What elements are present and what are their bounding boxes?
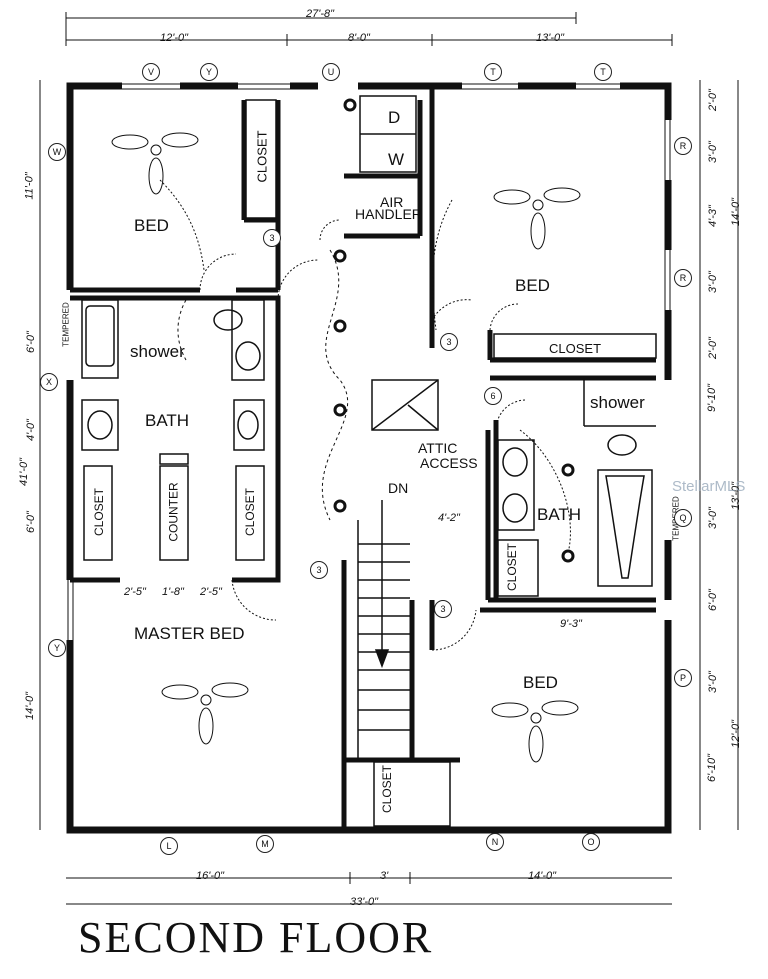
window-tag: R: [674, 137, 692, 155]
window-tag: R: [674, 269, 692, 287]
dim-right-10: 6'-10": [706, 753, 719, 783]
tub-e: [597, 469, 653, 587]
door-tag: 3: [263, 229, 281, 247]
label-tempered-w: TEMPERED: [61, 302, 71, 347]
dim-right-5: 2'-0": [706, 337, 719, 359]
window-tag: Q: [674, 509, 692, 527]
door-tag: 6: [484, 387, 502, 405]
label-closet-ne: CLOSET: [549, 341, 602, 356]
dim-in-5: 9'-3": [560, 618, 582, 630]
dim-right-6: 9'-10": [706, 383, 719, 413]
window-tag: W: [48, 143, 66, 161]
room-label-bath-w: BATH: [145, 411, 190, 430]
dim-left-3: 4'-0": [24, 419, 37, 441]
window-tag: V: [142, 63, 160, 81]
dim-top-2: 8'-0": [348, 32, 370, 44]
dim-top-3: 13'-0": [536, 32, 565, 44]
attic-access: [371, 379, 439, 431]
label-dw-w: W: [388, 150, 405, 169]
door-tag: 3: [310, 561, 328, 579]
window-tag: T: [484, 63, 502, 81]
dim-in-4: 4'-2": [438, 512, 460, 524]
dim-right-1: 2'-0": [706, 89, 719, 111]
closet-bath-right: [235, 465, 265, 561]
window-tag: O: [582, 833, 600, 851]
label-handler: HANDLER: [355, 206, 422, 222]
closet-nw: [245, 99, 277, 219]
door-tag: 3: [434, 600, 452, 618]
room-label-shower-e: shower: [590, 393, 645, 412]
room-label-shower-w: shower: [130, 342, 185, 361]
room-label-master: MASTER BED: [134, 624, 245, 643]
window-tag: M: [256, 835, 274, 853]
dim-left-total: 41'-0": [18, 457, 31, 487]
window-tag: X: [40, 373, 58, 391]
recessed-lights: [333, 98, 575, 563]
dim-right-8: 6'-0": [706, 589, 719, 611]
drawing-title: SECOND FLOOR: [78, 913, 434, 962]
ceiling-fans: [111, 132, 581, 763]
dim-in-3: 2'-5": [200, 586, 222, 598]
window-tag: U: [322, 63, 340, 81]
interior-walls: [70, 86, 656, 830]
dim-top-total: 27'-8": [306, 8, 335, 20]
dim-in-1: 2'-5": [124, 586, 146, 598]
room-label-bath-e: BATH: [537, 505, 582, 524]
dim-left-1: 11'-0": [23, 172, 36, 200]
door-tag: 3: [440, 333, 458, 351]
window-tag: L: [160, 837, 178, 855]
dim-top-1: 12'-0": [160, 32, 189, 44]
label-attic: ATTIC: [418, 440, 458, 456]
window-tag: Y: [200, 63, 218, 81]
windows: [67, 83, 671, 829]
dim-bottom-2: 3': [380, 870, 389, 882]
window-tag: Y: [48, 639, 66, 657]
exterior-walls: [66, 82, 672, 834]
dim-left-5: 14'-0": [24, 691, 37, 721]
dim-right-9: 3'-0": [706, 671, 719, 693]
door-swings: [159, 179, 571, 651]
label-dw-d: D: [388, 108, 401, 127]
closet-bath-left: [83, 465, 113, 561]
closet-ne: [493, 333, 657, 359]
window-tag: N: [486, 833, 504, 851]
label-access: ACCESS: [420, 455, 478, 471]
dim-left-4: 6'-0": [24, 511, 37, 533]
dim-in-2: 1'-8": [162, 586, 184, 598]
label-counter: COUNTER: [166, 482, 181, 542]
dim-bottom-3: 14'-0": [528, 870, 557, 882]
closet-s: [373, 761, 451, 827]
label-closet-se: CLOSET: [505, 542, 520, 592]
dim-bottom-1: 16'-0": [196, 870, 225, 882]
closet-se: [497, 539, 539, 597]
label-closet-bath-right: CLOSET: [243, 487, 258, 537]
room-label-bed-ne: BED: [515, 276, 550, 295]
dim-right-3: 4'-3": [706, 205, 719, 227]
dim-right-7: 3'-0": [706, 507, 719, 529]
dim-right-2: 3'-0": [706, 141, 719, 163]
label-air: AIR: [380, 194, 404, 210]
dim-left-2: 6'-0": [24, 331, 37, 353]
window-tag: T: [594, 63, 612, 81]
watermark-text: StellarMLS: [672, 478, 746, 495]
label-stair-dn: DN: [388, 480, 409, 496]
label-closet-s: CLOSET: [380, 764, 395, 814]
dim-right-outer-3: 12'-0": [730, 719, 743, 749]
fixtures: [81, 95, 657, 827]
label-closet-bath-left: CLOSET: [92, 487, 107, 537]
dim-bottom-total: 33'-0": [350, 896, 379, 908]
room-label-bed-se: BED: [523, 673, 558, 692]
counter: [159, 465, 189, 561]
room-label-bed-nw: BED: [134, 216, 169, 235]
shower-w: [81, 299, 119, 379]
label-closet-nw: CLOSET: [254, 130, 270, 183]
dim-right-4: 3'-0": [706, 271, 719, 293]
dim-right-outer-1: 14'-0": [730, 197, 743, 227]
stairs: [357, 500, 410, 760]
window-tag: P: [674, 669, 692, 687]
